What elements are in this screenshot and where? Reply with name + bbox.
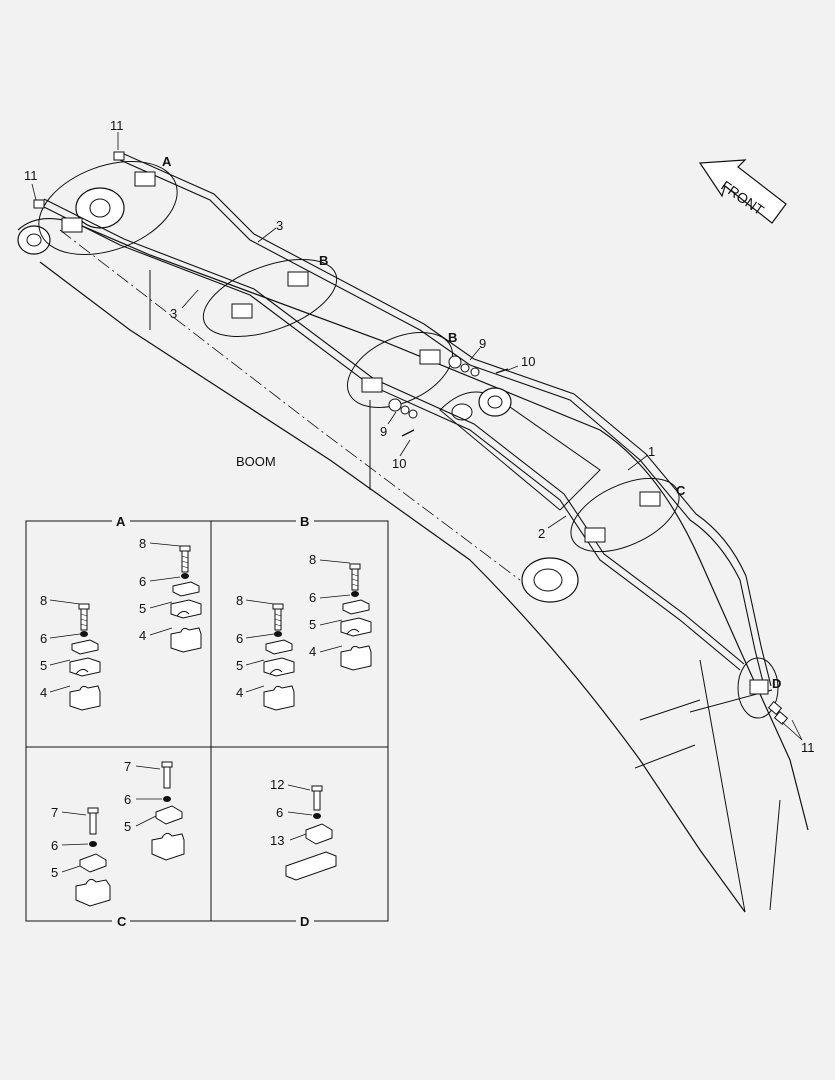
end-fittings — [33, 151, 789, 725]
panel-C-callout-5-right: 5 — [124, 819, 131, 834]
bolt-parts — [401, 368, 509, 437]
panel-B-clamp-right — [340, 563, 372, 671]
callout-9-lower: 9 — [380, 424, 387, 439]
panel-B-callout-8-left: 8 — [236, 593, 243, 608]
detail-circle-B-rear — [202, 259, 338, 337]
callout-1: 1 — [648, 444, 655, 459]
boom-clamp-A2 — [61, 217, 83, 233]
callout-B-front: B — [448, 330, 457, 345]
panel-A-callout-8-right: 8 — [139, 536, 146, 551]
panel-B-title-bg — [296, 514, 314, 528]
boom-body — [17, 187, 809, 913]
panel-A-callout-5-right: 5 — [139, 601, 146, 616]
panel-C-leaders — [61, 765, 162, 873]
callout-11-right: 11 — [801, 740, 815, 755]
boom-clamp-C1 — [639, 491, 661, 507]
callout-C: C — [676, 483, 686, 498]
panel-B-callout-6-right: 6 — [309, 590, 316, 605]
boom-clamp-B3 — [419, 349, 441, 365]
panel-D-clamp — [285, 785, 337, 881]
detail-circle-B-front — [346, 332, 454, 408]
panel-A-title-bg — [112, 514, 130, 528]
panel-A-callout-6-right: 6 — [139, 574, 146, 589]
panel-B-leaders — [245, 559, 351, 693]
callout-10-lower: 10 — [392, 456, 406, 471]
detail-circle-D — [737, 657, 779, 719]
panel-B-callout-5-right: 5 — [309, 617, 316, 632]
front-direction-arrow-icon: FRONT — [698, 159, 787, 224]
boom-clamp-A1 — [134, 171, 156, 187]
panel-B-callout-6-left: 6 — [236, 631, 243, 646]
panel-B-callout-4-left: 4 — [236, 685, 243, 700]
panel-A-leaders — [49, 542, 181, 693]
boom-clamp-B4 — [361, 377, 383, 393]
panel-D-title: D — [300, 914, 309, 929]
panel-A-clamp-right — [170, 545, 202, 653]
panel-C-title-bg — [112, 914, 130, 928]
washer-parts — [388, 355, 480, 419]
panel-D-leaders — [287, 784, 313, 841]
hydraulic-pipes — [39, 153, 772, 691]
panel-A-callout-8-left: 8 — [40, 593, 47, 608]
panel-A-callout-4-left: 4 — [40, 685, 47, 700]
callout-2: 2 — [538, 526, 545, 541]
panel-A-title: A — [116, 514, 126, 529]
panel-A-callout-6-left: 6 — [40, 631, 47, 646]
panel-C-callout-6-right: 6 — [124, 792, 131, 807]
panel-B-callout-4-right: 4 — [309, 644, 316, 659]
callout-D: D — [772, 676, 781, 691]
panel-D-title-bg — [296, 914, 314, 928]
boom-clamp-B1 — [287, 271, 309, 287]
panel-A-clamp-left — [69, 603, 101, 711]
callout-3-lower: 3 — [170, 306, 177, 321]
callout-11-top: 11 — [110, 118, 124, 133]
callout-A: A — [162, 154, 172, 169]
panel-C-title: C — [117, 914, 127, 929]
detail-panels-frame — [25, 520, 389, 922]
boom-label: BOOM — [236, 454, 276, 469]
boom-clamp-C2 — [584, 527, 606, 543]
boom-clamp-B2 — [231, 303, 253, 319]
boom-clamp-D — [749, 679, 769, 695]
detail-circle-A — [38, 160, 178, 256]
panel-D-callout-12: 12 — [270, 777, 284, 792]
callout-3-upper: 3 — [276, 218, 283, 233]
callout-9-upper: 9 — [479, 336, 486, 351]
panel-C-callout-5-left: 5 — [51, 865, 58, 880]
panel-B-title: B — [300, 514, 309, 529]
panel-B-callout-5-left: 5 — [236, 658, 243, 673]
panel-B-callout-8-right: 8 — [309, 552, 316, 567]
panel-A-callout-5-left: 5 — [40, 658, 47, 673]
callout-11-left: 11 — [24, 168, 38, 183]
panel-D-callout-13: 13 — [270, 833, 284, 848]
panel-D-callout-6: 6 — [276, 805, 283, 820]
detail-circle-C — [570, 477, 680, 553]
callout-B-rear: B — [319, 253, 328, 268]
panel-C-callout-6-left: 6 — [51, 838, 58, 853]
panel-A-callout-4-right: 4 — [139, 628, 146, 643]
leader-lines — [31, 132, 803, 741]
panel-C-callout-7-left: 7 — [51, 805, 58, 820]
panel-C-callout-7-right: 7 — [124, 759, 131, 774]
panel-C-clamp-left — [75, 807, 111, 907]
panel-C-clamp-right — [151, 761, 185, 861]
callout-10-upper: 10 — [521, 354, 535, 369]
panel-B-clamp-left — [263, 603, 295, 711]
